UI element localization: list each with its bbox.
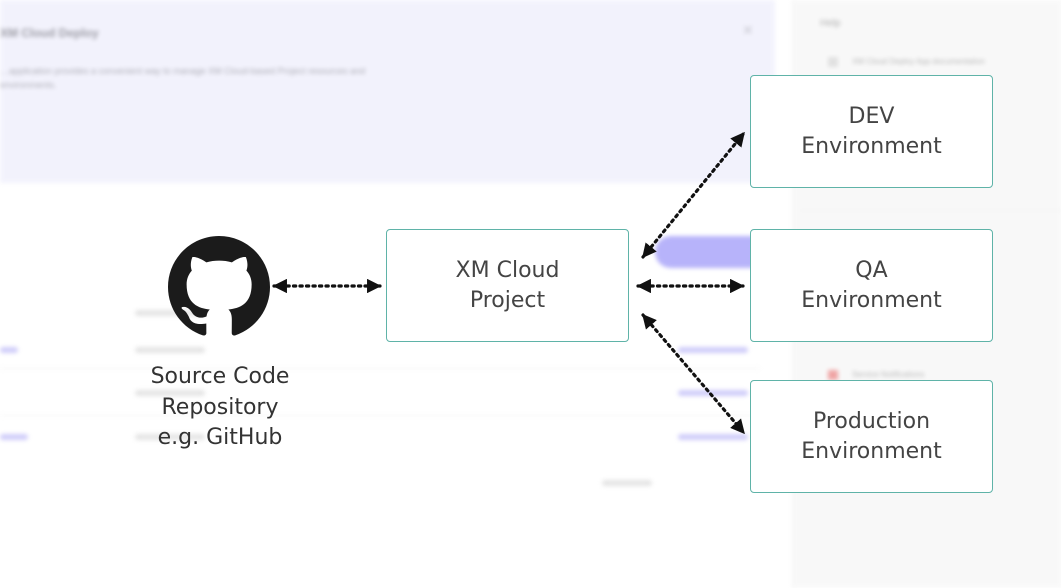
xm-cloud-project-node: XM Cloud Project: [386, 229, 629, 342]
divider: [800, 210, 1061, 211]
source-label-line: Repository: [161, 394, 279, 420]
banner-title: XM Cloud Deploy: [0, 26, 99, 40]
dev-environment-node: DEV Environment: [750, 75, 993, 188]
sidebar-item-notifications[interactable]: Service Notifications: [828, 370, 924, 380]
source-label-line: Source Code: [150, 364, 290, 389]
production-environment-node: Production Environment: [750, 380, 993, 493]
table-cell[interactable]: [0, 434, 28, 440]
document-icon: [828, 57, 838, 67]
table-cell: [135, 434, 205, 440]
table-cell[interactable]: [0, 347, 18, 353]
table-row: [0, 368, 760, 369]
table-header: [135, 310, 205, 316]
source-repository-label: Source Code Repository e.g. GitHub: [120, 362, 320, 454]
table-cell: [135, 390, 205, 396]
table-link[interactable]: [678, 434, 748, 440]
alert-icon: [828, 370, 838, 380]
qa-environment-node: QA Environment: [750, 229, 993, 342]
sidebar-heading: Help: [820, 18, 841, 29]
connector-project-dev: [641, 131, 746, 259]
sidebar-item-docs[interactable]: XM Cloud Deploy App documentation: [828, 57, 985, 67]
pagination[interactable]: [602, 480, 652, 486]
banner-text: …application provides a convenient way t…: [0, 66, 366, 90]
table-cell: [135, 347, 205, 353]
table-row: [0, 415, 760, 416]
source-label-line: e.g. GitHub: [157, 425, 283, 450]
github-icon: [168, 236, 270, 336]
close-icon[interactable]: ✕: [742, 22, 754, 38]
connector-project-prod: [641, 313, 746, 435]
